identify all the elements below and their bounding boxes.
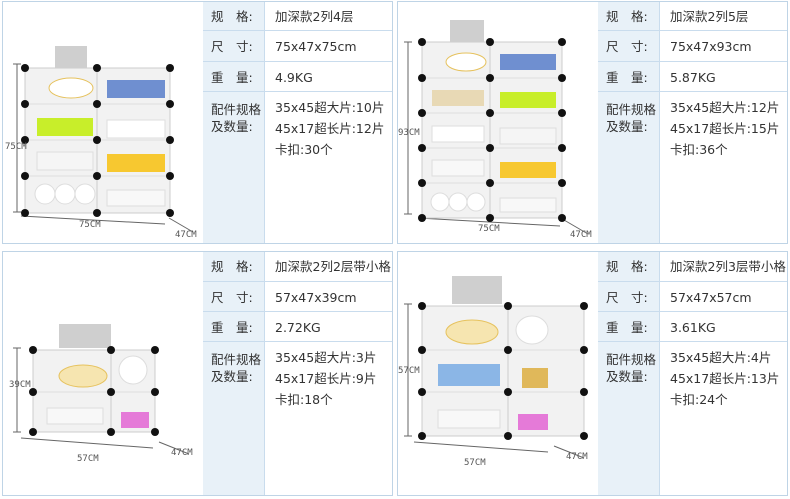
spec-table-3: 规 格: 加深款2列2层带小格 尺 寸: 57x47x39cm 重 量: 2.7… xyxy=(203,252,392,495)
parts-label-line1: 配件规格 xyxy=(606,102,657,117)
width-dimension: 57CM xyxy=(464,458,486,468)
spec-row: 规 格: 加深款2列3层带小格 xyxy=(598,252,787,282)
spec-value: 加深款2列2层带小格 xyxy=(275,259,391,274)
parts-item: 35x45超大片:12片 xyxy=(670,100,780,115)
spec-row: 规 格: 加深款2列2层带小格 xyxy=(203,252,392,282)
size-value: 75x47x75cm xyxy=(275,39,357,54)
parts-label-line1: 配件规格 xyxy=(606,352,657,367)
weight-row: 重 量: 4.9KG xyxy=(203,62,392,92)
size-label: 尺 寸: xyxy=(606,290,648,305)
parts-item: 卡扣:18个 xyxy=(275,392,333,407)
parts-label-line2: 及数量: xyxy=(606,119,648,134)
size-row: 尺 寸: 75x47x75cm xyxy=(203,31,392,62)
width-dimension: 75CM xyxy=(478,224,500,234)
spec-value: 加深款2列5层 xyxy=(670,9,749,24)
weight-label: 重 量: xyxy=(606,70,648,85)
product-card-1: 75CM 75CM 47CM 规 格: 加深款2列4层 尺 寸: 75x47x7… xyxy=(2,1,393,244)
spec-table-2: 规 格: 加深款2列5层 尺 寸: 75x47x93cm 重 量: 5.87KG… xyxy=(598,2,787,243)
spec-label: 规 格: xyxy=(606,9,648,24)
size-label: 尺 寸: xyxy=(211,39,253,54)
size-label: 尺 寸: xyxy=(211,290,253,305)
parts-row: 配件规格 及数量: 35x45超大片:3片 45x17超长片:9片 卡扣:18个 xyxy=(203,342,392,495)
spec-label: 规 格: xyxy=(606,259,648,274)
size-label: 尺 寸: xyxy=(606,39,648,54)
parts-item: 卡扣:24个 xyxy=(670,392,728,407)
parts-item: 卡扣:36个 xyxy=(670,142,728,157)
parts-item: 45x17超长片:9片 xyxy=(275,371,377,386)
height-dimension: 75CM xyxy=(5,142,27,152)
parts-item: 45x17超长片:12片 xyxy=(275,121,385,136)
weight-value: 2.72KG xyxy=(275,320,321,335)
size-row: 尺 寸: 75x47x93cm xyxy=(598,31,787,62)
parts-label-line2: 及数量: xyxy=(211,119,253,134)
product-card-2: 93CM 75CM 47CM 规 格: 加深款2列5层 尺 寸: 75x47x9… xyxy=(397,1,788,244)
depth-dimension: 47CM xyxy=(566,452,588,462)
parts-label-line2: 及数量: xyxy=(211,369,253,384)
parts-label-line1: 配件规格 xyxy=(211,352,262,367)
weight-row: 重 量: 5.87KG xyxy=(598,62,787,92)
depth-dimension: 47CM xyxy=(171,448,193,458)
size-value: 75x47x93cm xyxy=(670,39,752,54)
weight-label: 重 量: xyxy=(211,320,253,335)
parts-item: 卡扣:30个 xyxy=(275,142,333,157)
parts-row: 配件规格 及数量: 35x45超大片:4片 45x17超长片:13片 卡扣:24… xyxy=(598,342,787,495)
parts-item: 35x45超大片:4片 xyxy=(670,350,772,365)
height-dimension: 93CM xyxy=(398,128,420,138)
spec-row: 规 格: 加深款2列4层 xyxy=(203,2,392,31)
weight-label: 重 量: xyxy=(211,70,253,85)
spec-label: 规 格: xyxy=(211,9,253,24)
parts-item: 45x17超长片:13片 xyxy=(670,371,780,386)
depth-dimension: 47CM xyxy=(570,230,592,240)
depth-dimension: 47CM xyxy=(175,230,197,240)
width-dimension: 75CM xyxy=(79,220,101,230)
product-card-4: 57CM 57CM 47CM 规 格: 加深款2列3层带小格 尺 寸: 57x4… xyxy=(397,251,788,496)
parts-label-line2: 及数量: xyxy=(606,369,648,384)
spec-label: 规 格: xyxy=(211,259,253,274)
product-image-2: 93CM 75CM 47CM xyxy=(398,2,598,243)
spec-table-1: 规 格: 加深款2列4层 尺 寸: 75x47x75cm 重 量: 4.9KG … xyxy=(203,2,392,243)
size-value: 57x47x39cm xyxy=(275,290,357,305)
spec-value: 加深款2列3层带小格 xyxy=(670,259,786,274)
weight-row: 重 量: 2.72KG xyxy=(203,312,392,342)
width-dimension: 57CM xyxy=(77,454,99,464)
weight-label: 重 量: xyxy=(606,320,648,335)
product-card-3: 39CM 57CM 47CM 规 格: 加深款2列2层带小格 尺 寸: 57x4… xyxy=(2,251,393,496)
size-row: 尺 寸: 57x47x57cm xyxy=(598,282,787,312)
height-dimension: 39CM xyxy=(9,380,31,390)
parts-item: 35x45超大片:3片 xyxy=(275,350,377,365)
parts-item: 45x17超长片:15片 xyxy=(670,121,780,136)
spec-value: 加深款2列4层 xyxy=(275,9,354,24)
spec-row: 规 格: 加深款2列5层 xyxy=(598,2,787,31)
spec-table-4: 规 格: 加深款2列3层带小格 尺 寸: 57x47x57cm 重 量: 3.6… xyxy=(598,252,787,495)
product-image-3: 39CM 57CM 47CM xyxy=(3,252,203,495)
weight-value: 4.9KG xyxy=(275,70,313,85)
weight-row: 重 量: 3.61KG xyxy=(598,312,787,342)
parts-row: 配件规格 及数量: 35x45超大片:10片 45x17超长片:12片 卡扣:3… xyxy=(203,92,392,243)
parts-item: 35x45超大片:10片 xyxy=(275,100,385,115)
product-image-1: 75CM 75CM 47CM xyxy=(3,2,203,243)
parts-label-line1: 配件规格 xyxy=(211,102,262,117)
weight-value: 3.61KG xyxy=(670,320,716,335)
height-dimension: 57CM xyxy=(398,366,420,376)
size-value: 57x47x57cm xyxy=(670,290,752,305)
parts-row: 配件规格 及数量: 35x45超大片:12片 45x17超长片:15片 卡扣:3… xyxy=(598,92,787,243)
weight-value: 5.87KG xyxy=(670,70,716,85)
size-row: 尺 寸: 57x47x39cm xyxy=(203,282,392,312)
product-image-4: 57CM 57CM 47CM xyxy=(398,252,598,495)
